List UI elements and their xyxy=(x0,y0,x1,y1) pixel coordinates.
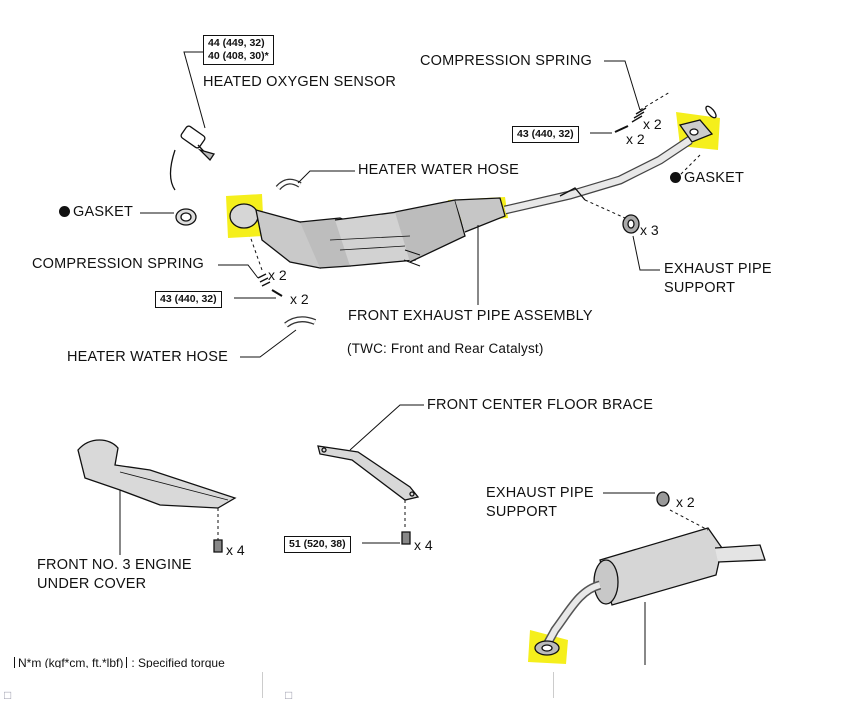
torque-legend: N*m (kgf*cm, ft.*lbf): Specified torque xyxy=(14,657,225,668)
torque-spec-rear-flange: 43 (440, 32) xyxy=(512,126,579,143)
legend-unit-desc: : Specified torque xyxy=(131,657,225,668)
under-cover-drawing xyxy=(77,439,237,509)
support-top-drawing xyxy=(622,214,640,234)
multiplier-cover: x 4 xyxy=(226,542,245,558)
front-center-floor-brace-label: FRONT CENTER FLOOR BRACE xyxy=(427,397,654,413)
heated-oxygen-sensor-drawing xyxy=(169,125,216,191)
multiplier-support-top: x 3 xyxy=(640,222,659,238)
exhaust-pipe-support-bottom-label-1: EXHAUST PIPE xyxy=(486,485,594,501)
exhaust-diagram xyxy=(77,51,766,665)
under-cover-label-1: FRONT NO. 3 ENGINE xyxy=(37,557,192,573)
compression-spring-top-label: COMPRESSION SPRING xyxy=(420,53,592,69)
heater-hose-top-drawing xyxy=(275,178,302,191)
multiplier-spring-top: x 2 xyxy=(643,116,662,132)
front-exhaust-pipe-assembly-label: FRONT EXHAUST PIPE ASSEMBLY xyxy=(348,308,593,324)
gasket-right-label: GASKET xyxy=(670,170,744,187)
multiplier-support-bottom: x 2 xyxy=(676,494,695,510)
exhaust-pipe-support-bottom-label-2: SUPPORT xyxy=(486,504,558,520)
rear-flange-drawing xyxy=(678,119,714,143)
multiplier-bolt-top: x 2 xyxy=(626,131,645,147)
front-exhaust-pipe-drawing xyxy=(229,136,693,269)
bullet-dot-icon xyxy=(59,206,70,217)
bullet-dot-icon xyxy=(670,172,681,183)
multiplier-spring-left: x 2 xyxy=(268,267,287,283)
heater-hose-bottom-drawing xyxy=(284,316,317,328)
spring-left-drawing xyxy=(257,273,283,297)
multiplier-bolt-left: x 2 xyxy=(290,291,309,307)
torque-sensor-line-1: 44 (449, 32) xyxy=(208,37,265,49)
document-icon[interactable]: □ xyxy=(285,688,293,702)
gasket-right-text: GASKET xyxy=(684,170,745,186)
floor-brace-drawing xyxy=(317,445,420,501)
footer-divider xyxy=(262,672,263,698)
muffler-drawing xyxy=(534,527,766,656)
legend-unit-box: N*m (kgf*cm, ft.*lbf) xyxy=(14,657,128,668)
bottom-strip xyxy=(0,668,857,698)
heated-oxygen-sensor-label: HEATED OXYGEN SENSOR xyxy=(203,74,397,90)
compression-spring-left-label: COMPRESSION SPRING xyxy=(32,256,204,272)
gasket-left-text: GASKET xyxy=(73,204,134,220)
torque-spec-oxygen-sensor: 44 (449, 32) 40 (408, 30)* xyxy=(203,35,274,65)
heater-water-hose-top-label: HEATER WATER HOSE xyxy=(358,162,520,178)
spring-top-drawing xyxy=(614,107,647,133)
torque-sensor-line-2: 40 (408, 30)* xyxy=(208,50,269,62)
document-icon[interactable]: □ xyxy=(4,688,12,702)
torque-spec-brace: 51 (520, 38) xyxy=(284,536,351,553)
exhaust-pipe-support-top-label-1: EXHAUST PIPE xyxy=(664,261,772,277)
exhaust-pipe-support-top-label-2: SUPPORT xyxy=(664,280,736,296)
gasket-left-label: GASKET xyxy=(59,204,133,221)
under-cover-label-2: UNDER COVER xyxy=(37,576,147,592)
footer-divider xyxy=(553,672,554,698)
torque-spec-front-flange: 43 (440, 32) xyxy=(155,291,222,308)
twc-note-label: (TWC: Front and Rear Catalyst) xyxy=(347,341,544,356)
heater-water-hose-bottom-label: HEATER WATER HOSE xyxy=(67,349,229,365)
multiplier-brace: x 4 xyxy=(414,537,433,553)
